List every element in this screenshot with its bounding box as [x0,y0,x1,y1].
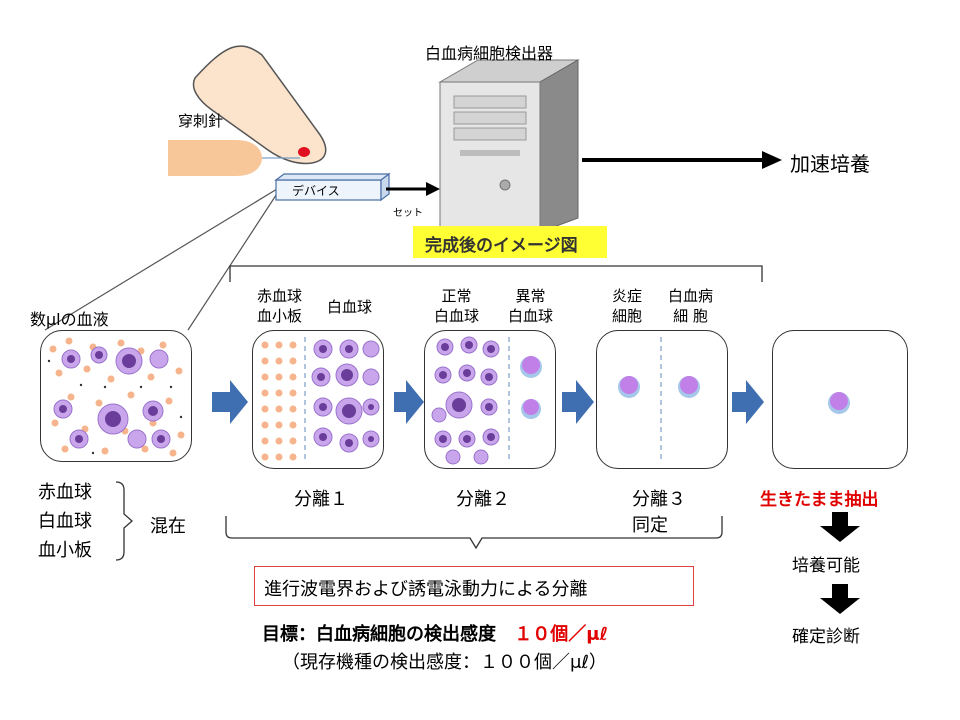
concept-highlight [413,226,607,258]
p3-label-right: 白血病 細 胞 [668,287,714,325]
flow-arrows [212,380,764,424]
device-title: 白血病細胞検出器 [425,44,554,63]
flow-arrow-3 [562,380,594,424]
down-arrow-1 [820,512,860,542]
mixed-cells-illustration [47,337,185,457]
p1-label-left: 赤血球 血小板 [257,287,303,325]
down-arrows [820,512,860,614]
goal-prefix: 目標：白血病細胞の検出感度 [262,624,496,645]
device-label: デバイス [292,184,340,198]
method-box [254,566,694,606]
panel-separation-2 [424,330,556,469]
zoom-line-left [44,185,283,331]
device-strip [274,172,391,202]
p3-label-left: 炎症 細胞 [612,287,643,325]
mix-item-platelet: 血小板 [38,540,92,561]
sep1-label: 分離１ [294,489,348,510]
flow-arrow-4 [732,380,764,424]
p2-label-left: 正常 白血球 [434,287,480,325]
set-label: セット [393,208,423,219]
zoom-line-right [187,185,283,331]
mix-label: 混在 [150,516,186,537]
flow-arrow-1 [212,380,248,424]
bottom-bracket [225,516,723,550]
flow-arrow-2 [394,380,424,424]
concept-label: 完成後のイメージ図 [425,236,578,256]
current-sensitivity: （現存機種の検出感度：１００個／μℓ） [282,652,607,673]
mix-bracket [115,481,133,561]
p2-label-right: 異常 白血球 [508,287,554,325]
identify-label: 同定 [632,515,668,536]
goal-value: １０個／μℓ [514,624,609,645]
panel-separation-3 [596,330,728,469]
panel-mixed-blood [40,330,192,462]
diagnosis-label: 確定診断 [792,627,860,647]
panel-separation-1 [252,330,384,469]
sep3-label: 分離３ [632,489,686,510]
detector-computer-icon [438,59,580,233]
method-label: 進行波電界および誘電泳動力による分離 [264,579,588,600]
culture-label: 培養可能 [792,556,860,576]
separation-2-illustration [431,336,542,465]
down-arrow-2 [820,584,860,614]
mix-list: 赤血球 白血球 血小板 [38,478,92,565]
goal-line: 目標：白血病細胞の検出感度 １０個／μℓ [262,620,608,646]
mix-item-rbc: 赤血球 [38,482,92,503]
extract-label: 生きたまま抽出 [760,490,879,510]
mix-item-wbc: 白血球 [38,511,92,532]
accel-label: 加速培養 [790,152,870,176]
needle-illustration [168,140,300,176]
blood-label: 数μlの血液 [30,310,109,329]
separation-3-illustration [618,337,700,462]
finger-illustration [192,45,327,165]
panel-extracted [772,330,908,469]
p1-label-right: 白血球 [327,298,373,316]
separation-1-illustration [261,337,380,462]
needle-label: 穿刺針 [178,112,224,130]
extracted-cell-illustration [828,392,850,414]
sep2-label: 分離２ [456,489,510,510]
top-bracket [229,265,763,282]
